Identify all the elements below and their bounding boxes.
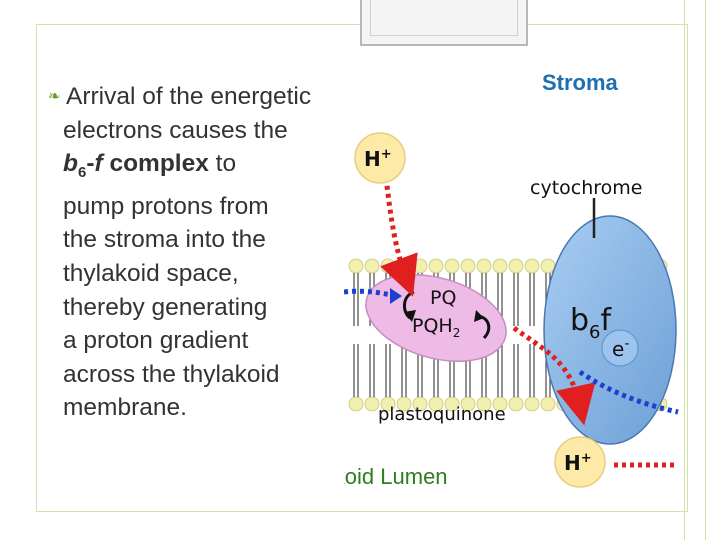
leaf-bullet-icon: ❧ [48,88,61,105]
photosynthesis-diagram: Stroma cytochrome b6f PQ PQH2 plastoquin… [344,70,679,489]
lipid-head [492,258,508,274]
bullet-line-9: across the thylakoid [63,360,280,388]
electron-path-out [578,369,679,415]
plastoquinone-label: plastoquinone [378,404,506,425]
b6f-f-text: f [94,150,103,178]
b6f-label-b: b [570,303,589,338]
lipid-head [492,396,508,412]
bullet-line-3: b6-f complex to [48,147,358,190]
hplus-lumen-h: H [564,451,581,475]
electron-path-in [344,288,397,299]
b6f-label-f: f [601,303,613,338]
lipid-head [460,258,476,274]
bullet-line-1: ❧ Arrival of the energetic [48,80,358,114]
hplus-stroma-sup: + [381,147,392,162]
pq-label: PQ [430,287,456,309]
lipid-head [476,258,492,274]
stroma-label: Stroma [542,70,619,95]
lipid-head [444,258,460,274]
cytochrome-label: cytochrome [530,177,642,199]
electron-arrowhead [390,288,402,304]
b6f-dash: - [86,150,95,178]
b6f-label: b6f [570,303,613,343]
lipid-head [348,258,364,274]
bullet-line-1-text: Arrival of the energetic [66,83,312,110]
pqh2-label: PQH2 [412,315,460,340]
electron-e: e [612,337,624,361]
b6f-subscript: 6 [77,164,87,182]
hplus-stroma-circle [354,132,406,184]
lipid-head [380,396,396,412]
hplus-lumen-label: H+ [564,451,592,475]
complex-bold-text: complex [102,150,209,178]
pqh2-label-text: PQH [412,315,453,337]
hplus-stroma-h: H [364,147,381,171]
bullet-line-5: the stroma into the [63,226,266,254]
lipid-head [348,396,364,412]
hplus-lumen-sup: + [581,451,592,466]
bullet-line-7: thereby generating [63,293,268,321]
lipid-head [396,396,412,412]
lipid-head [508,396,524,412]
lipid-head [460,396,476,412]
lipid-head [508,258,524,274]
lipid-head [380,258,396,274]
lipid-head [364,258,380,274]
decorative-top-tab [360,0,528,46]
thylakoid-lumen-label: Thylakoid Lumen [344,464,448,489]
lipid-head [364,396,380,412]
lipid-head [540,396,556,412]
lipid-head [476,396,492,412]
bullet-line-4: pump protons from [63,192,269,220]
pqh2-subscript: 2 [453,326,461,340]
b6f-b-text: b [63,150,78,178]
b6f-label-sub: 6 [589,322,600,343]
lipid-head [444,396,460,412]
pqh2-arrowhead [474,310,484,322]
decorative-top-tab-inner [370,0,518,36]
lipid-head [524,396,540,412]
electron-label: e- [612,336,629,361]
pq-arrowhead [404,310,416,322]
electron-sup: - [624,336,629,352]
proton-path-lumen [512,325,596,426]
lipid-head [428,258,444,274]
lipid-head [412,258,428,274]
proton-path-stroma [380,177,418,297]
hplus-stroma-label: H+ [364,147,392,171]
hplus-lumen-circle [554,436,606,488]
lipid-head [524,258,540,274]
bullet-line-10: membrane. [63,394,187,422]
lipid-head [428,396,444,412]
to-text: to [208,150,237,178]
lipid-head [412,396,428,412]
bullet-line-2: electrons causes the [63,116,288,144]
bullet-line-8: a proton gradient [63,327,249,355]
bullet-paragraph: ❧ Arrival of the energetic electrons caus… [48,80,358,425]
decorative-frame-right [684,0,706,540]
electron-circle [601,329,639,367]
bullet-line-6: thylakoid space, [63,259,239,287]
